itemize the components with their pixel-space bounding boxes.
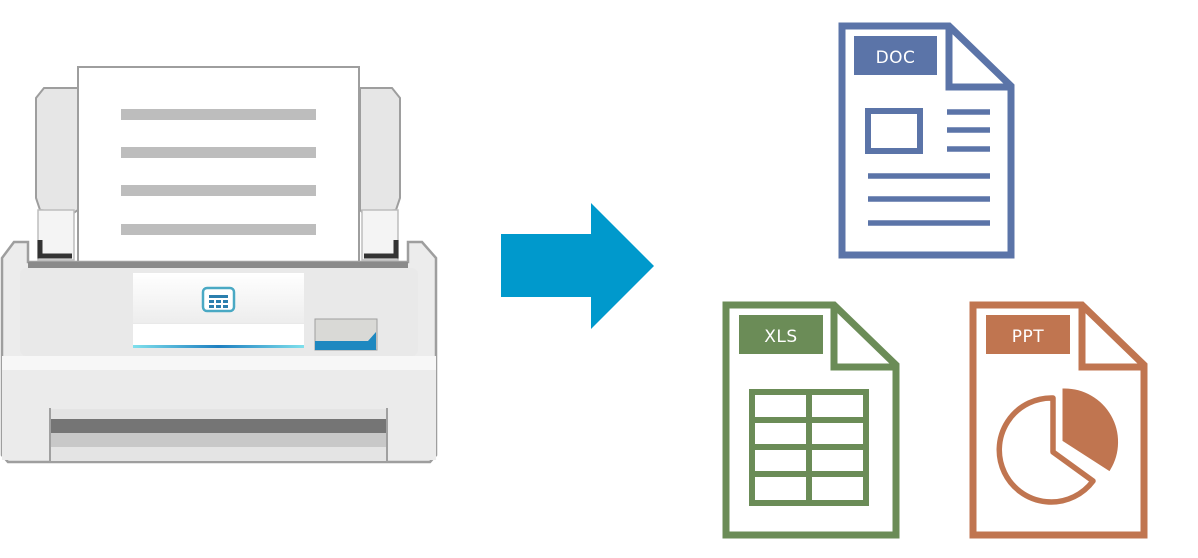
power-button-icon [314, 318, 378, 351]
xls-label: XLS [764, 327, 797, 347]
doc-label: DOC [876, 48, 916, 68]
scan-button-icon [201, 286, 236, 313]
ppt-file-icon: PPT [969, 301, 1148, 539]
scanner-right-tray-wing [359, 87, 401, 216]
doc-file-icon: DOC [838, 22, 1015, 259]
arrow-right-icon [501, 203, 654, 329]
xls-file-icon: XLS [722, 301, 900, 539]
scanner-left-tray-wing [35, 87, 79, 216]
paper-sheet [77, 66, 360, 268]
pie-chart-icon [996, 388, 1119, 505]
ppt-label: PPT [1012, 327, 1045, 347]
output-slot [49, 408, 388, 462]
control-panel [133, 273, 378, 351]
spreadsheet-grid-icon [749, 389, 869, 506]
scanner-illustration [0, 66, 438, 464]
